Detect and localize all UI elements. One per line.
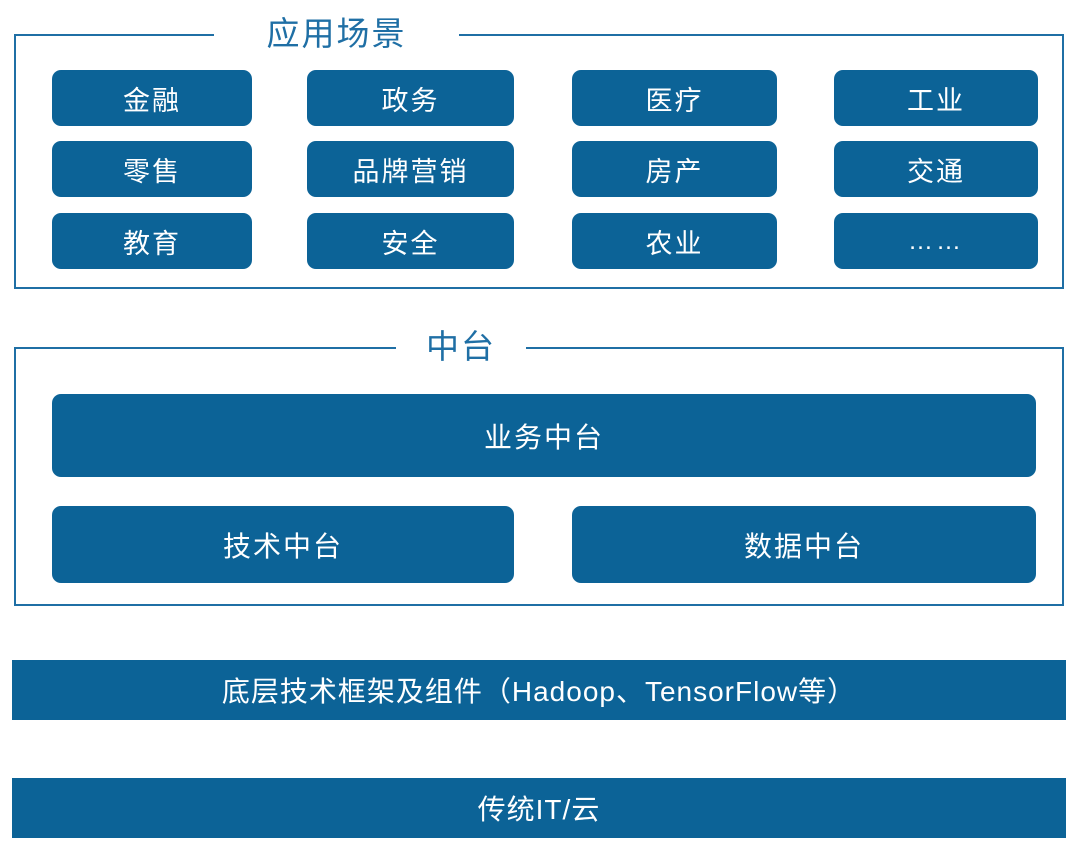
scenario-box-finance[interactable]: 金融	[52, 70, 252, 126]
scenario-box-real-estate[interactable]: 房产	[572, 141, 777, 197]
scenario-title-border-gap	[214, 22, 459, 48]
midplatform-section-title: 中台	[426, 328, 496, 365]
bar-underlying-tech-stack[interactable]: 底层技术框架及组件（Hadoop、TensorFlow等）	[12, 660, 1066, 720]
scenario-box-education[interactable]: 教育	[52, 213, 252, 269]
scenario-box-brand-marketing[interactable]: 品牌营销	[307, 141, 514, 197]
application-scenario-section: 应用场景 金融 零售 教育 政务 品牌营销 安全 医疗 房产 农业 工业 交通 …	[14, 15, 1064, 289]
scenario-section-title: 应用场景	[266, 15, 407, 52]
scenario-box-more-ellipsis[interactable]: ……	[834, 213, 1038, 269]
midplatform-box-technology[interactable]: 技术中台	[52, 506, 514, 583]
scenario-box-healthcare[interactable]: 医疗	[572, 70, 777, 126]
midplatform-box-data[interactable]: 数据中台	[572, 506, 1036, 583]
scenario-box-agriculture[interactable]: 农业	[572, 213, 777, 269]
bar-traditional-it-cloud[interactable]: 传统IT/云	[12, 778, 1066, 838]
scenario-box-retail[interactable]: 零售	[52, 141, 252, 197]
midplatform-title-border-gap	[396, 335, 526, 361]
scenario-box-transportation[interactable]: 交通	[834, 141, 1038, 197]
midplatform-box-business[interactable]: 业务中台	[52, 394, 1036, 477]
scenario-box-government[interactable]: 政务	[307, 70, 514, 126]
middle-platform-section: 中台 业务中台 技术中台 数据中台	[14, 328, 1064, 606]
scenario-box-industry[interactable]: 工业	[834, 70, 1038, 126]
scenario-box-security[interactable]: 安全	[307, 213, 514, 269]
